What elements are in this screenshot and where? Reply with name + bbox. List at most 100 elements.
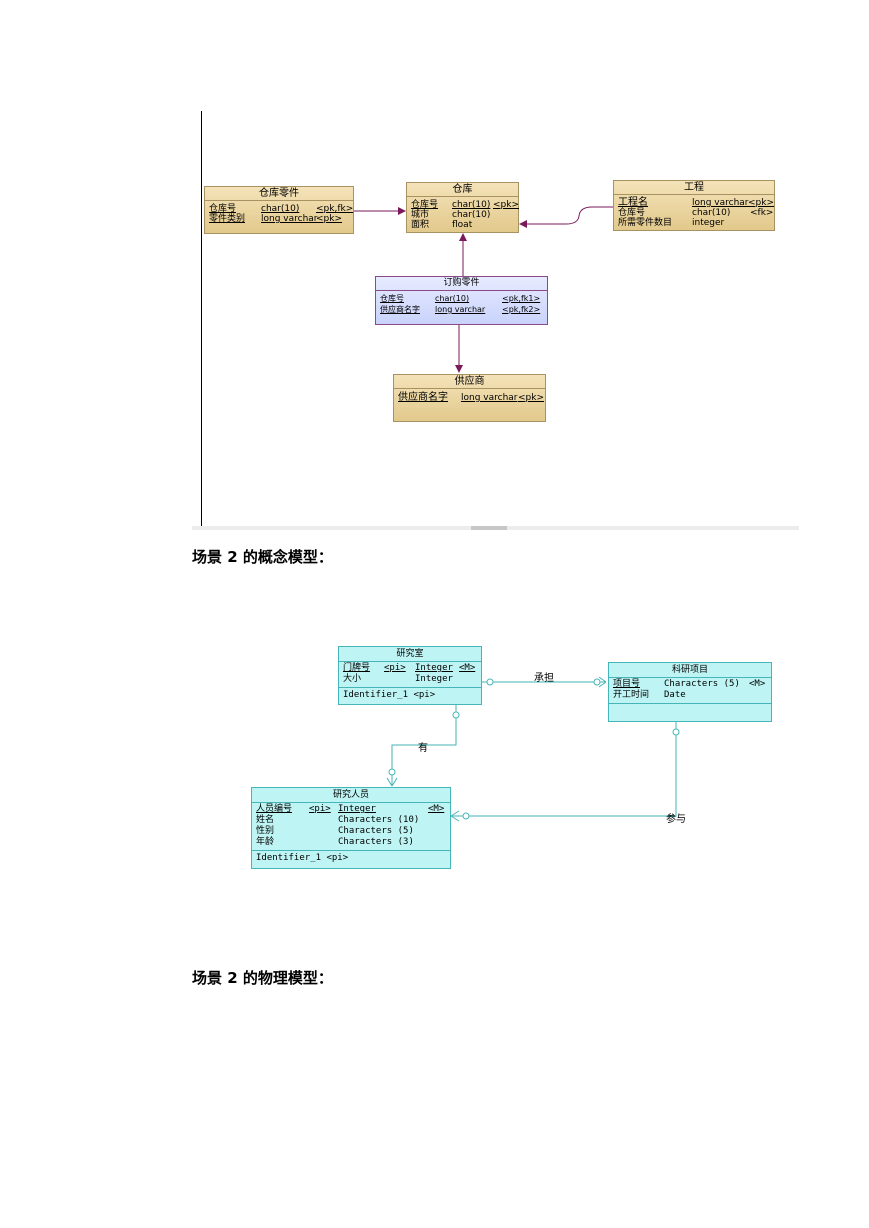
table-title: 仓库: [407, 183, 518, 197]
attribute-type: Characters (5): [338, 826, 414, 836]
column-type: char(10): [692, 208, 731, 218]
table-row: 所需零件数目 integer: [614, 218, 774, 228]
column-name: 所需零件数目: [618, 218, 673, 228]
attribute-name: 性别: [256, 826, 275, 836]
screenshot-left-border: [201, 111, 202, 526]
table-row: 零件类别 long varchar <pk>: [205, 214, 353, 224]
table-supplier[interactable]: 供应商 供应商名字 long varchar <pk>: [393, 374, 546, 422]
table-title: 工程: [614, 181, 774, 195]
attribute-row: 性别 Characters (5): [252, 826, 450, 837]
section-heading-conceptual: 场景 2 的概念模型：: [192, 548, 333, 566]
attribute-mandatory: <M>: [428, 804, 445, 814]
entity-lab[interactable]: 研究室 门牌号 <pi> Integer <M> 大小 Integer Iden…: [338, 646, 482, 705]
table-row: 工程名 long varchar <pk>: [614, 197, 775, 209]
attribute-name: 项目号: [613, 679, 641, 689]
column-name: 仓库号: [209, 204, 237, 214]
identifier-row: Identifier_1 <pi>: [252, 853, 450, 864]
column-type: char(10): [452, 210, 491, 220]
column-type: long varchar: [261, 214, 318, 224]
column-key: <pk,fk2>: [502, 305, 541, 314]
table-row: 仓库号 char(10) <pk>: [407, 200, 519, 210]
attribute-row: 姓名 Characters (10): [252, 815, 450, 826]
column-name: 面积: [411, 220, 430, 230]
attribute-name: 开工时间: [613, 690, 650, 700]
entity-researcher[interactable]: 研究人员 人员编号 <pi> Integer <M> 姓名 Characters…: [251, 787, 451, 869]
column-type: char(10): [261, 204, 300, 214]
table-row: 供应商名字 long varchar <pk>: [394, 392, 545, 404]
table-warehouse-parts[interactable]: 仓库零件 仓库号 char(10) <pk,fk> 零件类别 long varc…: [204, 186, 354, 234]
attribute-type: Integer: [338, 804, 376, 814]
attribute-pi: <pi>: [309, 804, 331, 814]
column-key: <pk>: [518, 393, 545, 403]
column-name: 仓库号: [618, 208, 646, 218]
column-key: <pk>: [748, 198, 775, 208]
entity-attributes: 门牌号 <pi> Integer <M> 大小 Integer: [339, 662, 481, 688]
table-row: 仓库号 char(10) <fk>: [614, 208, 774, 218]
column-type: long varchar: [692, 198, 749, 208]
identifier: Identifier_1 <pi>: [256, 853, 349, 863]
table-title: 供应商: [394, 375, 545, 389]
attribute-mandatory: <M>: [459, 663, 476, 673]
attribute-row: 门牌号 <pi> Integer <M>: [339, 663, 481, 674]
link-project-warehouse: [519, 206, 613, 228]
attribute-type: Integer: [415, 663, 453, 673]
relation-label-undertake: 承担: [534, 673, 554, 684]
column-type: char(10): [452, 200, 491, 210]
identifier: Identifier_1 <pi>: [343, 690, 436, 700]
attribute-mandatory: <M>: [749, 679, 766, 689]
table-title: 仓库零件: [205, 187, 353, 201]
column-name: 供应商名字: [398, 392, 448, 403]
scrollbar-thumb[interactable]: [471, 526, 507, 530]
entity-attributes: 项目号 Characters (5) <M> 开工时间 Date: [609, 678, 771, 704]
relation-label-has: 有: [418, 743, 428, 754]
attribute-type: Characters (5): [664, 679, 740, 689]
attribute-pi: <pi>: [384, 663, 406, 673]
entity-attributes: 人员编号 <pi> Integer <M> 姓名 Characters (10)…: [252, 803, 450, 851]
entity-title: 科研项目: [609, 663, 771, 678]
attribute-type: Characters (3): [338, 837, 414, 847]
column-type: long varchar: [435, 305, 486, 314]
column-key: <fk>: [750, 208, 774, 218]
attribute-name: 姓名: [256, 815, 275, 825]
link-researcher-project: [451, 722, 677, 817]
column-name: 供应商名字: [380, 305, 420, 314]
attribute-type: Date: [664, 690, 686, 700]
attribute-row: 开工时间 Date: [609, 690, 771, 701]
attribute-type: Characters (10): [338, 815, 420, 825]
column-name: 工程名: [618, 197, 648, 208]
identifier-row: Identifier_1 <pi>: [339, 690, 481, 701]
table-row: 仓库号 char(10) <pk,fk>: [205, 204, 353, 214]
entity-title: 研究室: [339, 647, 481, 662]
column-name: 城市: [411, 210, 430, 220]
table-warehouse[interactable]: 仓库 仓库号 char(10) <pk> 城市 char(10) 面积 floa…: [406, 182, 519, 233]
attribute-name: 门牌号: [343, 663, 371, 673]
table-row: 供应商名字 long varchar <pk,fk2>: [376, 305, 547, 316]
column-key: <pk,fk>: [316, 204, 354, 214]
table-title: 订购零件: [376, 277, 547, 291]
relation-label-participate: 参与: [666, 814, 686, 825]
column-type: char(10): [435, 294, 470, 303]
column-type: float: [452, 220, 473, 230]
attribute-row: 年龄 Characters (3): [252, 837, 450, 848]
table-order-parts[interactable]: 订购零件 仓库号 char(10) <pk,fk1> 供应商名字 long va…: [375, 276, 548, 325]
column-name: 仓库号: [380, 294, 404, 303]
table-project[interactable]: 工程 工程名 long varchar <pk> 仓库号 char(10) <f…: [613, 180, 775, 231]
attribute-row: 大小 Integer: [339, 674, 481, 685]
table-row: 城市 char(10): [407, 210, 518, 220]
column-key: <pk,fk1>: [502, 294, 541, 303]
table-row: 面积 float: [407, 220, 518, 230]
attribute-row: 项目号 Characters (5) <M>: [609, 679, 771, 690]
attribute-type: Integer: [415, 674, 453, 684]
column-name: 仓库号: [411, 200, 439, 210]
attribute-name: 人员编号: [256, 804, 293, 814]
column-type: long varchar: [461, 393, 518, 403]
table-row: 仓库号 char(10) <pk,fk1>: [376, 294, 547, 305]
entity-research-project[interactable]: 科研项目 项目号 Characters (5) <M> 开工时间 Date: [608, 662, 772, 722]
section-heading-physical: 场景 2 的物理模型：: [192, 969, 333, 987]
column-type: integer: [692, 218, 725, 228]
entity-title: 研究人员: [252, 788, 450, 803]
attribute-row: 人员编号 <pi> Integer <M>: [252, 804, 450, 815]
column-name: 零件类别: [209, 214, 246, 224]
link-lab-researcher: [391, 705, 457, 786]
